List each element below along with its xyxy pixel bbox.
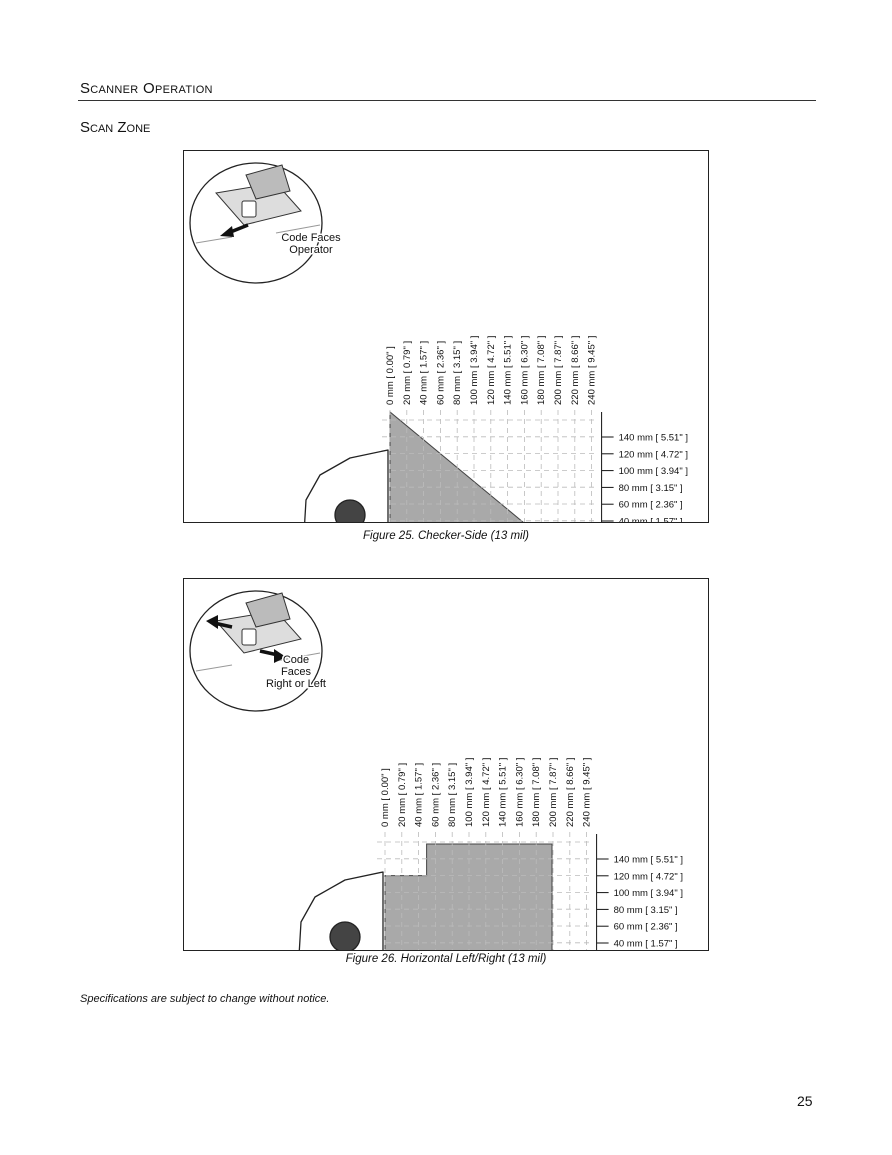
scan-zone-area	[384, 843, 553, 950]
depth-label: 140 mm [ 5.51" ]	[498, 758, 509, 827]
depth-label: 100 mm [ 3.94" ]	[464, 758, 475, 827]
depth-label: 80 mm [ 3.15" ]	[447, 763, 458, 827]
depth-label: 0 mm [ 0.00" ]	[380, 768, 391, 827]
subsection-title: Scan Zone	[80, 119, 151, 136]
grid-lines	[382, 410, 598, 522]
height-label: 100 mm [ 3.94" ]	[619, 466, 688, 477]
depth-label: 80 mm [ 3.15" ]	[452, 341, 463, 405]
scan-zone-area	[389, 410, 524, 522]
depth-label: 40 mm [ 1.57" ]	[419, 341, 430, 405]
grid-lines	[377, 832, 593, 950]
height-label: 80 mm [ 3.15" ]	[619, 483, 683, 494]
height-label: 120 mm [ 4.72" ]	[619, 449, 688, 460]
inset-label: Right or Left	[266, 678, 326, 690]
depth-label: 60 mm [ 2.36" ]	[430, 763, 441, 827]
height-label: 100 mm [ 3.94" ]	[614, 888, 683, 899]
height-label: 60 mm [ 2.36" ]	[614, 922, 678, 933]
depth-label: 160 mm [ 6.30" ]	[519, 336, 530, 405]
height-label: 40 mm [ 1.57" ]	[614, 939, 678, 950]
figure-horizontal-left-right: 0 mm [ 0.00" ] 20 mm [ 0.79" ] 40 mm [ 1.5…	[183, 578, 709, 951]
height-label: 60 mm [ 2.36" ]	[619, 500, 683, 511]
depth-label: 160 mm [ 6.30" ]	[514, 758, 525, 827]
depth-label: 220 mm [ 8.66" ]	[565, 758, 576, 827]
depth-label: 200 mm [ 7.87" ]	[553, 336, 564, 405]
depth-label: 180 mm [ 7.08" ]	[531, 758, 542, 827]
scan-zone-diagram: 0 mm [ 0.00" ] 20 mm [ 0.79" ] 40 mm [ 1.5…	[189, 162, 688, 523]
figure-caption: Figure 26. Horizontal Left/Right (13 mil…	[345, 953, 547, 965]
depth-label: 140 mm [ 5.51" ]	[503, 336, 514, 405]
height-label: 140 mm [ 5.51" ]	[614, 855, 683, 866]
depth-label: 100 mm [ 3.94" ]	[469, 336, 480, 405]
inset-label: Code Faces	[281, 232, 341, 244]
depth-label: 0 mm [ 0.00" ]	[385, 346, 396, 405]
depth-label: 240 mm [ 9.45" ]	[582, 758, 593, 827]
depth-label: 220 mm [ 8.66" ]	[570, 336, 581, 405]
page-number: 25	[797, 1093, 813, 1109]
footnote: Specifications are subject to change wit…	[80, 993, 330, 1005]
height-label: 40 mm [ 1.57" ]	[619, 517, 683, 523]
height-label: 80 mm [ 3.15" ]	[614, 905, 678, 916]
depth-label: 120 mm [ 4.72" ]	[486, 336, 497, 405]
inset-label: Operator	[289, 244, 333, 256]
inset-label: Faces	[281, 666, 311, 678]
depth-label: 20 mm [ 0.79" ]	[402, 341, 413, 405]
figure-caption: Figure 25. Checker-Side (13 mil)	[363, 530, 529, 542]
depth-label: 240 mm [ 9.45" ]	[587, 336, 598, 405]
depth-label: 40 mm [ 1.57" ]	[414, 763, 425, 827]
depth-label: 20 mm [ 0.79" ]	[397, 763, 408, 827]
inset-label: Code	[283, 654, 309, 666]
section-title: Scanner Operation	[80, 80, 213, 97]
section-divider	[78, 100, 816, 101]
depth-label: 120 mm [ 4.72" ]	[481, 758, 492, 827]
figure-checker-side: 0 mm [ 0.00" ] 20 mm [ 0.79" ] 40 mm [ 1.5…	[183, 150, 709, 523]
height-label: 120 mm [ 4.72" ]	[614, 871, 683, 882]
scanner-illustration	[298, 871, 384, 950]
depth-label: 60 mm [ 2.36" ]	[435, 341, 446, 405]
scanner-illustration	[304, 449, 389, 522]
depth-label: 200 mm [ 7.87" ]	[548, 758, 559, 827]
depth-label: 180 mm [ 7.08" ]	[536, 336, 547, 405]
height-label: 140 mm [ 5.51" ]	[619, 433, 688, 444]
scan-zone-diagram: 0 mm [ 0.00" ] 20 mm [ 0.79" ] 40 mm [ 1.5…	[189, 590, 683, 950]
